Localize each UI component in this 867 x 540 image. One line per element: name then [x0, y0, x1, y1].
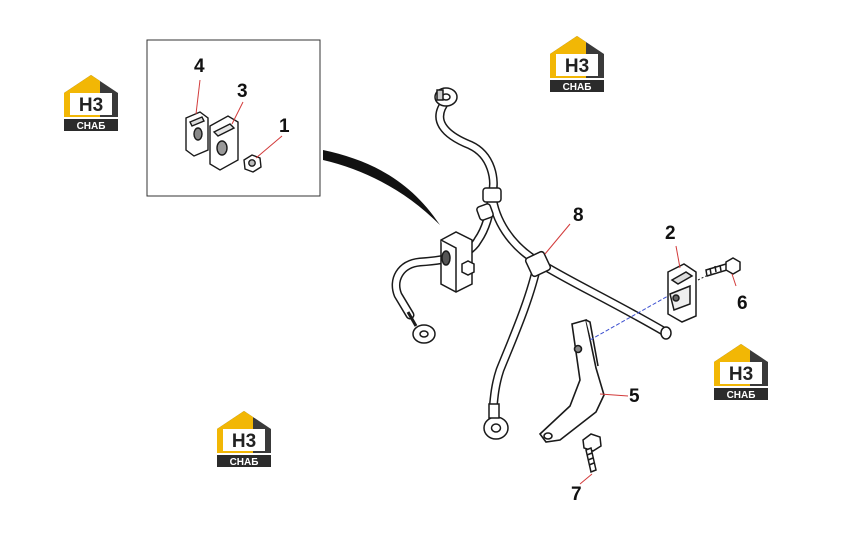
logo-mark-icon: H3 СНАБ: [64, 75, 118, 132]
tee-junction-lower: [524, 250, 552, 278]
fuel-line-assembly-part-8: [391, 95, 670, 415]
logo-band-text: СНАБ: [230, 457, 259, 468]
callout-3: 3: [237, 81, 248, 102]
pipe-end-right: [660, 326, 672, 340]
bracket-part-5: [538, 318, 605, 443]
logo-mark-icon: H3 СНАБ: [714, 344, 768, 401]
banjo-fitting-bottom: [483, 403, 509, 440]
watermark-logo: H3 СНАБ: [710, 342, 772, 402]
bolt-part-6: [705, 257, 741, 277]
callout-1: 1: [279, 116, 290, 137]
watermark-logo: H3 СНАБ: [60, 73, 122, 133]
clamp-part-2: [667, 263, 697, 323]
logo-mark-text: H3: [232, 431, 256, 452]
banjo-fitting-left: [406, 311, 436, 344]
watermark-logo: H3 СНАБ: [546, 34, 608, 94]
callout-2: 2: [665, 223, 676, 244]
bolt-part-7: [582, 433, 602, 474]
callout-7: 7: [571, 484, 582, 505]
logo-mark-text: H3: [565, 56, 589, 77]
logo-mark-icon: H3 СНАБ: [217, 411, 271, 468]
logo-mark-text: H3: [729, 364, 753, 385]
tee-junction-upper: [476, 187, 502, 221]
banjo-fitting-top: [434, 87, 458, 107]
inset-leaders: [195, 79, 283, 159]
callout-5: 5: [629, 386, 640, 407]
nut-part-1: [243, 154, 262, 173]
logo-mark-text: H3: [79, 95, 103, 116]
logo-mark-icon: H3 СНАБ: [550, 36, 604, 93]
logo-band-text: СНАБ: [77, 121, 106, 132]
detail-inset-frame: [146, 39, 321, 197]
main-leaders: [544, 223, 737, 485]
watermark-logo: H3 СНАБ: [213, 409, 275, 469]
logo-band-text: СНАБ: [727, 390, 756, 401]
clamp-half-part-3: [209, 115, 239, 171]
callout-6: 6: [737, 293, 748, 314]
detail-pointer: [323, 150, 440, 225]
clamp-assembled: [440, 231, 475, 293]
clamp-half-part-4: [185, 111, 209, 157]
callout-4: 4: [194, 56, 205, 77]
callout-8: 8: [573, 205, 584, 226]
logo-band-text: СНАБ: [563, 82, 592, 93]
